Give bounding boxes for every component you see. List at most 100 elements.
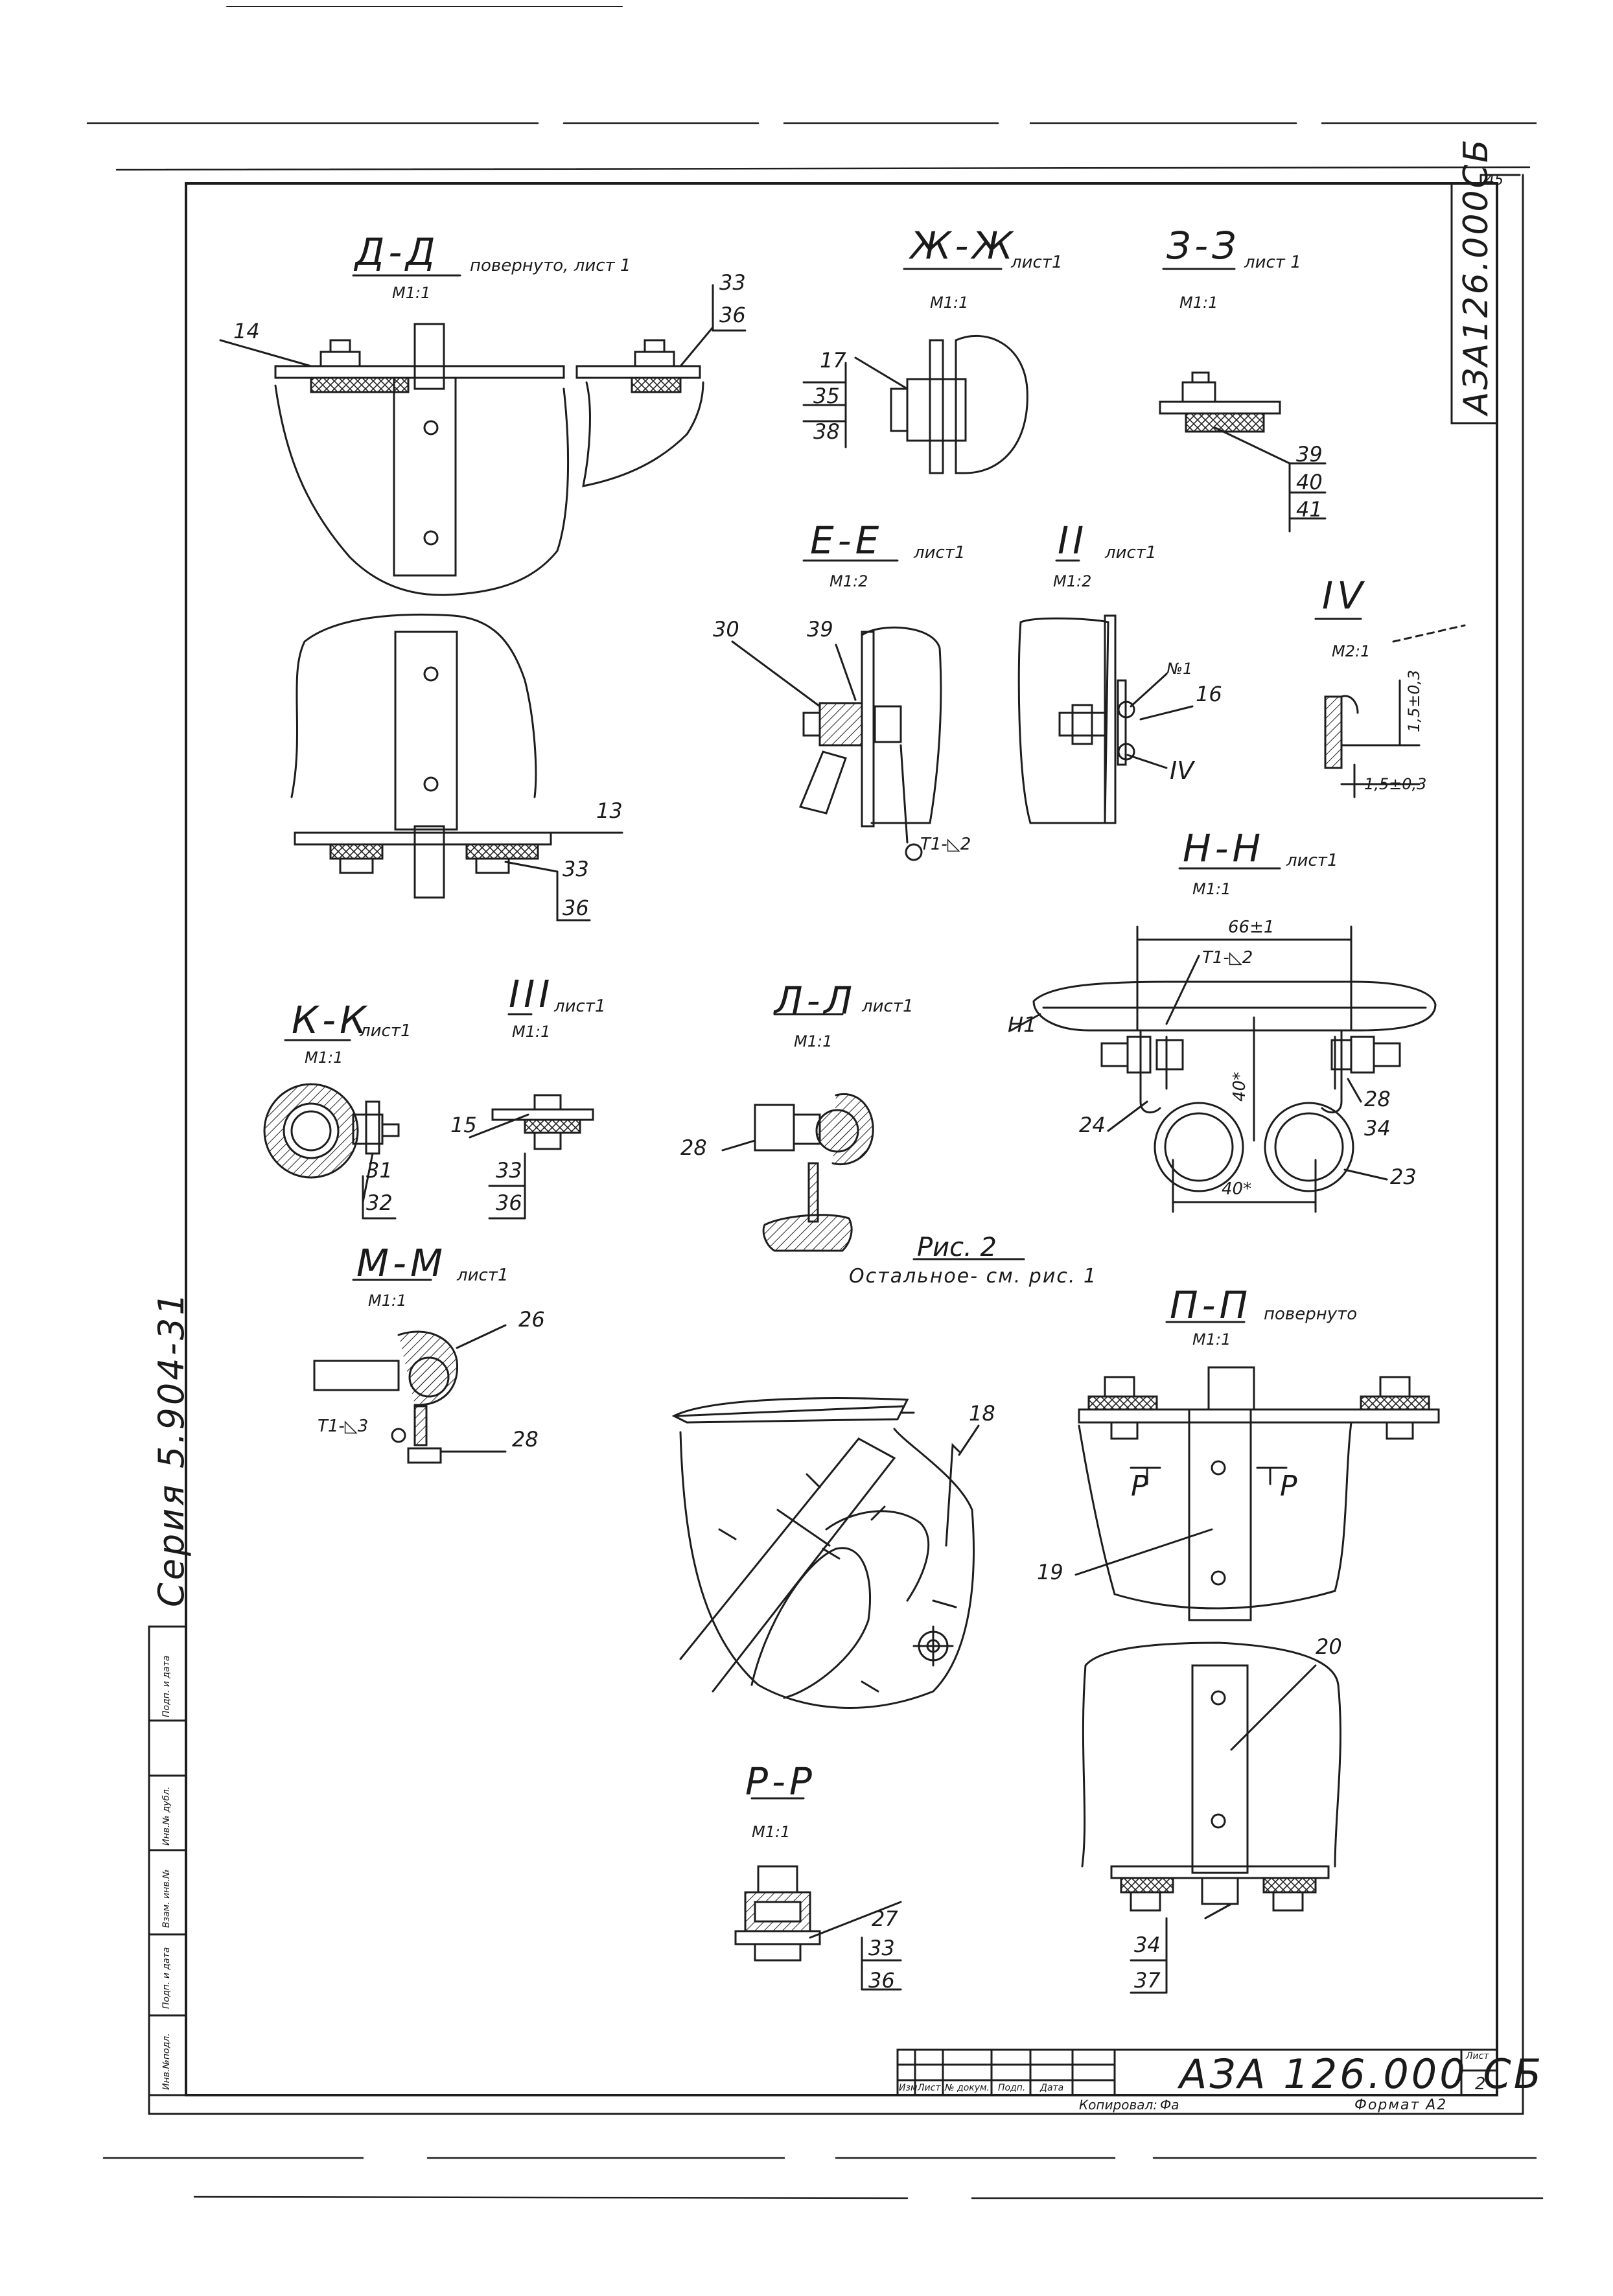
view-zhzh-scale: М1:1	[930, 294, 969, 312]
copied-by-label: Копировал:	[1079, 2097, 1158, 2113]
leader-33: 33	[719, 270, 746, 295]
view-v2-note: лист1	[1105, 543, 1157, 562]
leader-17: 17	[820, 348, 846, 373]
leader-20: 20	[1316, 1634, 1342, 1659]
view-mm-scale: М1:1	[368, 1292, 407, 1310]
view-ll	[721, 1013, 874, 1252]
leader-34n: 34	[1364, 1116, 1391, 1141]
view-zhzh-note: лист1	[1011, 253, 1063, 272]
main-frame	[185, 182, 1498, 2096]
tb-col-doc: № докум.	[945, 2083, 990, 2093]
title-block-grid	[896, 2048, 1498, 2096]
view-v3-scale: М1:1	[512, 1023, 551, 1041]
view-pp-note: повернуто	[1264, 1305, 1358, 1324]
view-fig2	[671, 1258, 1025, 1709]
view-nn-dim-top: 66±1	[1228, 918, 1275, 937]
leader-39e: 39	[807, 617, 833, 642]
view-dd-scale: М1:1	[392, 284, 431, 302]
leader-26: 26	[518, 1307, 545, 1332]
view-nn-title: Н-Н	[1183, 826, 1265, 870]
leader-13: 13	[596, 798, 623, 823]
view-v4-scale: М2:1	[1332, 642, 1371, 660]
leader-28n: 28	[1364, 1087, 1391, 1111]
view-v4-dim-b: 1,5±0,3	[1364, 775, 1427, 793]
sheet-label: Лист	[1466, 2051, 1489, 2061]
view-dd	[219, 274, 747, 922]
view-mm-weld: Т1-◺3	[318, 1417, 369, 1436]
view-kk	[263, 1039, 400, 1220]
leader-31: 31	[366, 1158, 393, 1183]
stamp-inv-podl: Инв.№подл.	[161, 2033, 172, 2090]
view-v4-title: IV	[1322, 574, 1367, 618]
view-pp	[1074, 1321, 1440, 1994]
view-mm-note: лист1	[457, 1266, 509, 1285]
format-label: Формат А2	[1354, 2097, 1448, 2113]
view-zz-title: З-З	[1166, 224, 1240, 268]
view-pp-scale: М1:1	[1192, 1330, 1231, 1349]
stamp-vzam: Взам. инв.№	[161, 1869, 172, 1928]
doc-code-vertical: АЗА126.000СБ	[1457, 137, 1496, 415]
stamp-inv-dubl: Инв.№ дубл.	[161, 1786, 172, 1846]
view-v2-title: II	[1058, 518, 1088, 562]
leader-36b: 36	[563, 896, 589, 920]
view-zhzh-title: Ж-Ж	[911, 224, 1017, 268]
view-rr-title: Р-Р	[745, 1759, 816, 1803]
leader-15: 15	[450, 1113, 477, 1137]
view-dd-note: повернуто, лист 1	[470, 256, 631, 275]
view-v4	[1314, 618, 1466, 798]
leader-24: 24	[1079, 1113, 1106, 1137]
view-zhzh	[802, 268, 1028, 474]
series-label: Серия 5.904-31	[151, 1290, 192, 1607]
view-kk-title: К-К	[292, 998, 371, 1042]
leader-18: 18	[969, 1401, 995, 1426]
view-v2-mark: №1	[1166, 660, 1193, 678]
stamp-podp-1: Подп. и дата	[161, 1947, 172, 2009]
leader-27: 27	[872, 1907, 898, 1931]
leader-39: 39	[1296, 442, 1323, 467]
view-v4-dim-a: 1,5±0,3	[1405, 669, 1423, 732]
view-nn-weld: Т1-◺2	[1202, 948, 1253, 968]
tb-col-sign: Подп.	[998, 2083, 1026, 2093]
leader-28m: 28	[512, 1427, 539, 1452]
view-nn	[1010, 867, 1437, 1213]
leader-n1: Н1	[1008, 1012, 1037, 1037]
view-ee	[731, 559, 942, 861]
leader-16: 16	[1196, 682, 1222, 706]
leader-35: 35	[813, 384, 840, 408]
view-kk-scale: М1:1	[305, 1049, 343, 1067]
copied-by-initials: Фа	[1160, 2097, 1179, 2113]
leader-33b: 33	[563, 857, 589, 881]
view-nn-scale: М1:1	[1192, 880, 1231, 898]
view-ll-note: лист1	[862, 997, 914, 1016]
view-v2-scale: М1:2	[1053, 572, 1092, 590]
view-rr-scale: М1:1	[752, 1823, 791, 1841]
view-zz-scale: М1:1	[1179, 294, 1218, 312]
tb-col-list: Лист	[918, 2083, 941, 2093]
view-ee-scale: М1:2	[830, 572, 868, 590]
view-mm-title: М-М	[356, 1241, 447, 1285]
leader-41: 41	[1296, 497, 1323, 522]
view-ee-title: Е-Е	[810, 518, 883, 562]
view-v3	[469, 1013, 594, 1220]
leader-14: 14	[233, 319, 260, 343]
view-ee-note: лист1	[914, 543, 966, 562]
leader-32: 32	[366, 1190, 393, 1215]
view-kk-note: лист1	[360, 1021, 412, 1041]
leader-38: 38	[813, 419, 840, 444]
fig-title: Рис. 2	[917, 1233, 997, 1262]
sheet-number: 2	[1475, 2074, 1486, 2094]
leader-37: 37	[1134, 1968, 1161, 1993]
view-ee-weld: Т1-◺2	[920, 835, 971, 854]
view-pp-title: П-П	[1170, 1283, 1252, 1327]
view-v3-title: III	[509, 972, 554, 1016]
stamp-podp-2: Подп. и дата	[161, 1655, 172, 1717]
view-ll-title: Л-Л	[774, 979, 857, 1023]
leader-28l: 28	[680, 1135, 707, 1160]
view-dd-title: Д-Д	[355, 230, 439, 274]
leader-30: 30	[713, 617, 739, 642]
view-v3-note: лист1	[554, 997, 606, 1016]
view-nn-note: лист1	[1286, 851, 1338, 870]
leader-19: 19	[1037, 1560, 1063, 1584]
view-mm	[313, 1279, 507, 1464]
